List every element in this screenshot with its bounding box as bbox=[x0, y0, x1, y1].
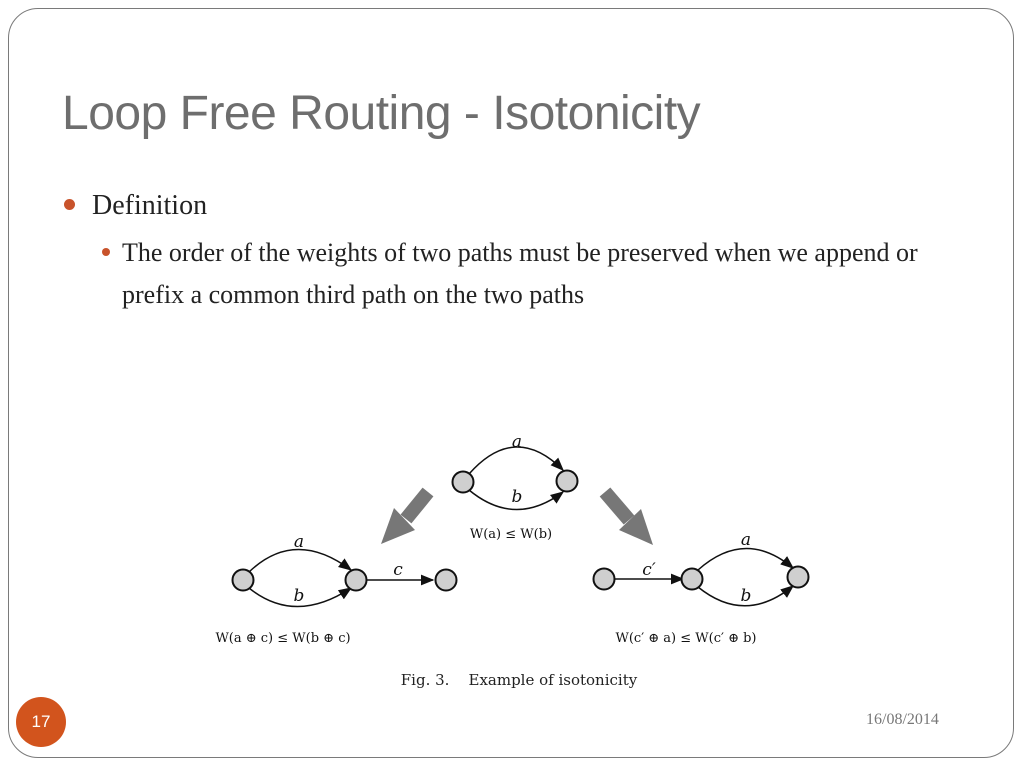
left-label-c: c bbox=[393, 560, 403, 580]
slide-title: Loop Free Routing - Isotonicity bbox=[62, 87, 701, 140]
bullet-dot-icon bbox=[64, 199, 75, 210]
top-graph: a b W(a) ≤ W(b) bbox=[451, 432, 579, 542]
arrow-down-left-icon bbox=[400, 487, 434, 524]
left-edge-a bbox=[248, 548, 353, 573]
top-label-b: b bbox=[512, 487, 523, 507]
right-graph: c′ a b W(c′ ⊕ a) ≤ W(c′ ⊕ b) bbox=[592, 530, 810, 646]
page-number-badge: 17 bbox=[16, 697, 66, 747]
slide-date: 16/08/2014 bbox=[866, 711, 939, 728]
right-caption: W(c′ ⊕ a) ≤ W(c′ ⊕ b) bbox=[615, 631, 756, 646]
right-label-a: a bbox=[741, 530, 751, 550]
right-edge-b bbox=[697, 585, 795, 607]
sub-bullet-order-text: The order of the weights of two paths mu… bbox=[122, 238, 918, 309]
left-label-b: b bbox=[294, 586, 305, 606]
top-edge-b bbox=[468, 489, 565, 511]
slide-frame bbox=[8, 8, 1014, 758]
figure-caption: Fig. 3. Example of isotonicity bbox=[401, 671, 638, 689]
right-label-c-prime: c′ bbox=[642, 560, 656, 580]
left-graph: a b c W(a ⊕ c) ≤ W(b ⊕ c) bbox=[215, 532, 458, 646]
sub-bullet-dot-icon bbox=[102, 248, 110, 256]
right-label-b: b bbox=[741, 586, 752, 606]
arrow-down-right-icon bbox=[599, 487, 635, 525]
top-node-left bbox=[451, 470, 475, 494]
right-edge-a bbox=[697, 547, 795, 571]
top-edge-a bbox=[468, 446, 564, 475]
right-node-1 bbox=[592, 567, 616, 591]
isotonicity-figure: a b W(a) ≤ W(b) a b c W(a ⊕ c) ≤ W(b ⊕ c… bbox=[215, 432, 810, 689]
left-caption: W(a ⊕ c) ≤ W(b ⊕ c) bbox=[215, 631, 350, 646]
right-node-3 bbox=[786, 565, 810, 589]
top-label-a: a bbox=[512, 432, 522, 452]
left-edge-b bbox=[248, 587, 353, 608]
left-label-a: a bbox=[294, 532, 304, 552]
left-node-3 bbox=[434, 568, 458, 592]
top-caption: W(a) ≤ W(b) bbox=[470, 527, 552, 542]
left-node-2 bbox=[344, 568, 368, 592]
arrow-down-left-head-icon bbox=[381, 508, 415, 544]
right-node-2 bbox=[680, 567, 704, 591]
arrow-down-right-head-icon bbox=[619, 509, 653, 545]
sub-bullet-order: The order of the weights of two paths mu… bbox=[102, 238, 952, 316]
bullet-definition-text: Definition bbox=[92, 190, 208, 221]
left-node-1 bbox=[231, 568, 255, 592]
top-node-right bbox=[555, 469, 579, 493]
bullet-definition: Definition bbox=[64, 190, 207, 222]
